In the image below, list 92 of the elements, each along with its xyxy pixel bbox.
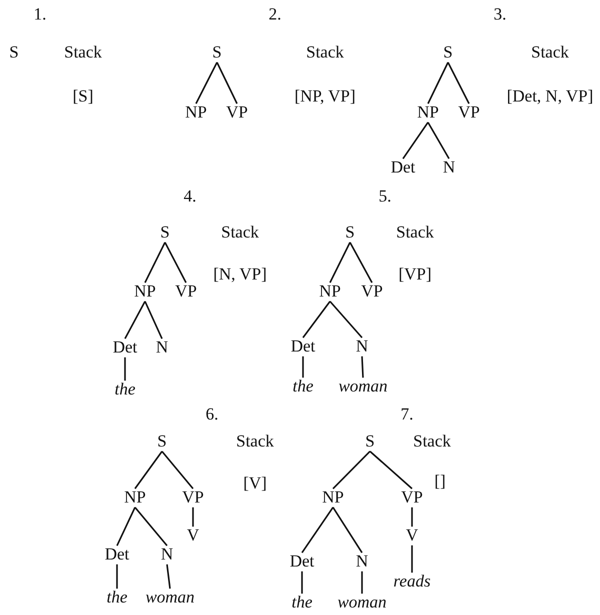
- stack-contents: [NP, VP]: [294, 88, 356, 106]
- category-label: Det: [112, 338, 138, 358]
- tree-branch: [192, 507, 194, 527]
- stack-heading: Stack: [306, 44, 344, 62]
- category-label: S: [365, 432, 375, 452]
- tree-branch: [144, 242, 166, 284]
- stack-heading: Stack: [236, 432, 274, 452]
- tree-branch: [349, 242, 373, 284]
- word-label: the: [114, 380, 136, 400]
- tree-branch: [332, 506, 363, 554]
- stack-heading: Stack: [396, 224, 434, 242]
- tree-branch: [361, 571, 363, 594]
- word-label: the: [292, 594, 312, 612]
- tree-branch: [329, 300, 363, 338]
- tree-branch: [427, 122, 450, 160]
- tree-branch: [195, 62, 218, 104]
- tree-branch: [144, 301, 163, 339]
- category-label: N: [356, 338, 368, 356]
- stack-contents: [V]: [243, 474, 267, 494]
- tree-branch: [361, 356, 364, 378]
- category-label: S: [345, 224, 355, 242]
- word-label: the: [106, 588, 128, 608]
- category-label: NP: [185, 104, 207, 122]
- stack-heading: Stack: [221, 224, 259, 242]
- tree-branch: [402, 122, 429, 160]
- category-label: N: [356, 552, 368, 572]
- category-label: NP: [134, 282, 156, 302]
- step-number: 4.: [184, 188, 196, 206]
- stack-contents: [S]: [72, 88, 94, 106]
- tree-branch: [411, 507, 413, 527]
- tree-branch: [427, 62, 449, 104]
- step-number: 7.: [400, 406, 414, 424]
- tree-branch: [164, 242, 187, 284]
- category-label: S: [9, 44, 19, 62]
- category-label: N: [160, 546, 174, 564]
- category-label: VP: [226, 104, 248, 122]
- stack-contents: [VP]: [398, 266, 432, 284]
- tree-branch: [302, 356, 304, 378]
- step-number: 2.: [268, 6, 282, 24]
- step-number: 1.: [34, 6, 46, 24]
- category-label: S: [157, 432, 167, 452]
- category-label: Det: [290, 338, 316, 356]
- category-label: VP: [175, 282, 197, 302]
- tree-branch: [161, 450, 194, 490]
- tree-branch: [332, 450, 371, 490]
- stack-heading: Stack: [64, 44, 102, 62]
- category-label: S: [212, 44, 222, 62]
- tree-branch: [124, 357, 126, 381]
- tree-branch: [134, 506, 168, 546]
- category-label: NP: [322, 488, 344, 508]
- word-label: woman: [338, 378, 388, 396]
- tree-branch: [124, 300, 146, 340]
- category-label: N: [156, 338, 168, 358]
- tree-branch: [134, 450, 163, 490]
- category-label: S: [443, 44, 453, 62]
- tree-branch: [302, 300, 331, 338]
- category-label: NP: [124, 488, 146, 508]
- category-label: VP: [458, 104, 480, 122]
- tree-branch: [216, 62, 238, 104]
- step-number: 5.: [378, 188, 392, 206]
- tree-branch: [411, 545, 413, 573]
- category-label: Det: [390, 158, 416, 178]
- category-label: V: [406, 526, 418, 546]
- stack-contents: []: [434, 472, 446, 492]
- tree-branch: [116, 564, 118, 589]
- category-label: Det: [104, 546, 130, 564]
- word-label: woman: [337, 594, 387, 612]
- category-label: Det: [290, 552, 314, 572]
- word-label: the: [292, 378, 314, 396]
- stack-heading: Stack: [413, 432, 451, 452]
- tree-branch: [166, 564, 171, 589]
- stack-contents: [N, VP]: [213, 266, 267, 284]
- word-label: reads: [393, 572, 431, 592]
- category-label: NP: [319, 282, 341, 302]
- category-label: V: [186, 526, 200, 546]
- tree-branch: [329, 242, 351, 284]
- tree-branch: [301, 506, 334, 554]
- tree-branch: [301, 571, 303, 594]
- category-label: VP: [182, 488, 204, 508]
- category-label: VP: [361, 282, 383, 302]
- tree-branch: [116, 507, 136, 546]
- step-number: 6.: [206, 406, 218, 424]
- category-label: VP: [401, 488, 423, 508]
- step-number: 3.: [494, 6, 506, 24]
- category-label: S: [160, 224, 170, 242]
- tree-branch: [369, 450, 413, 490]
- word-label: woman: [145, 588, 195, 608]
- stack-contents: [Det, N, VP]: [506, 88, 594, 106]
- category-label: N: [442, 158, 456, 178]
- stack-heading: Stack: [531, 44, 569, 62]
- tree-branch: [447, 62, 470, 104]
- category-label: NP: [417, 104, 439, 122]
